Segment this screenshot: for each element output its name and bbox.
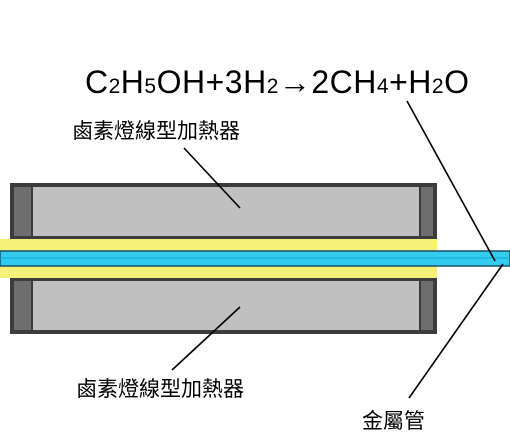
bottom-heater-cap-right — [421, 281, 433, 330]
equation-text: C — [85, 64, 109, 100]
metal-tube-label: 金屬管 — [362, 409, 425, 433]
top-heater-label: 鹵素燈線型加熱器 — [72, 119, 240, 143]
bottom-heater-pointer — [171, 306, 241, 371]
equation-subscript: 2 — [108, 75, 121, 98]
equation-subscript: 2 — [431, 75, 445, 98]
equation-subscript: 2 — [266, 75, 279, 98]
equation-pointer — [406, 100, 496, 262]
equation-subscript: 4 — [376, 75, 390, 98]
bottom-heater-cap-left — [14, 281, 31, 330]
equation-text: +H — [389, 64, 432, 100]
top-heater-lamp — [33, 187, 419, 236]
top-heater-cap-right — [421, 187, 433, 236]
metal-tube-pointer — [408, 263, 504, 399]
equation-text: →2CH — [278, 64, 377, 100]
equation-text: O — [444, 64, 470, 100]
bottom-heater-lamp — [33, 281, 419, 330]
equation-text: H — [120, 64, 145, 100]
top-heater — [10, 183, 437, 240]
bottom-heater — [10, 277, 437, 334]
equation-subscript: 5 — [144, 75, 157, 98]
top-heater-cap-left — [14, 187, 31, 236]
equation-text: OH+3H — [156, 64, 267, 100]
bottom-heater-label: 鹵素燈線型加熱器 — [76, 377, 244, 401]
reaction-equation: C2H5OH+3H2→2CH4+H2O — [85, 62, 469, 107]
top-heater-pointer — [183, 147, 241, 209]
